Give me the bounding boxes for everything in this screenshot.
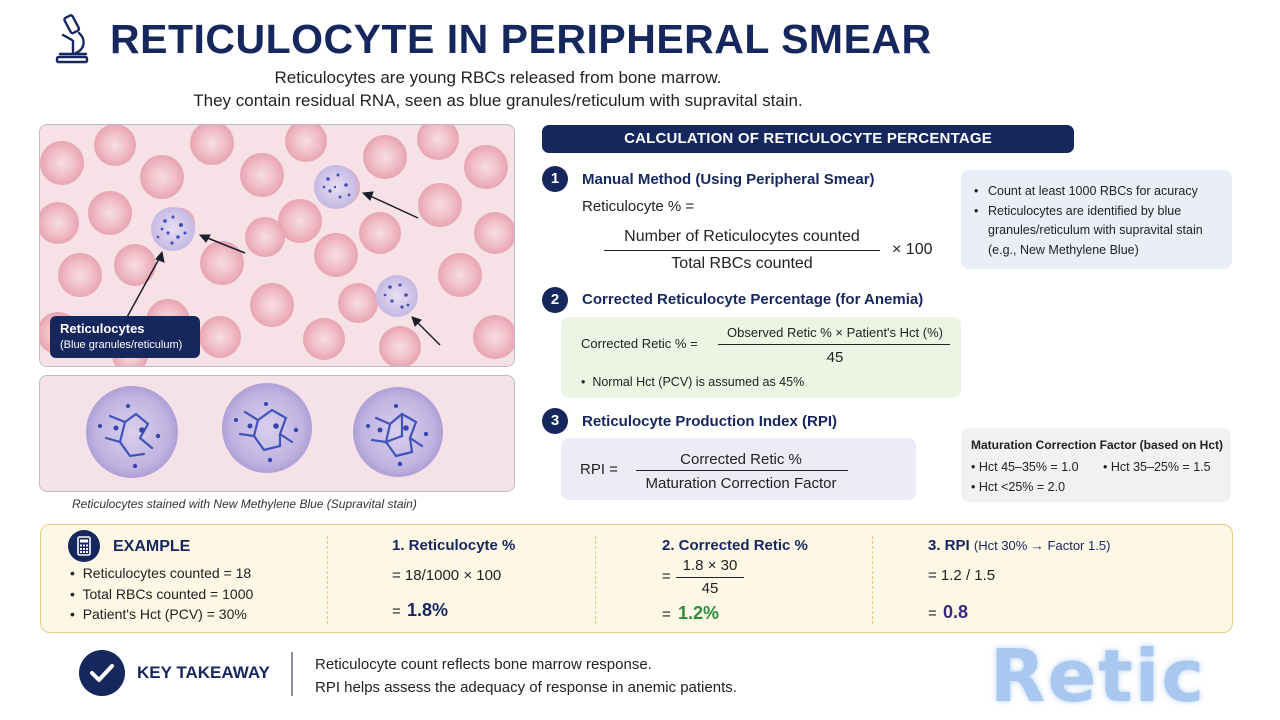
subtitle-line-1: Reticulocytes are young RBCs released fr… bbox=[274, 68, 722, 87]
mcf-item: • Hct <25% = 2.0 bbox=[971, 480, 1066, 494]
step-1-number: 1 bbox=[542, 166, 568, 192]
calculator-icon bbox=[68, 530, 100, 562]
mcf-item-text: Hct <25% = 2.0 bbox=[978, 480, 1066, 494]
example-given: • Total RBCs counted = 1000 bbox=[70, 586, 254, 602]
step-3-fraction-line bbox=[636, 470, 848, 472]
takeaway-line-1: Reticulocyte count reflects bone marrow … bbox=[315, 656, 652, 673]
step-3-number: 3 bbox=[542, 408, 568, 434]
example-panel bbox=[40, 524, 1233, 633]
note-item-continued: granules/reticulum with supravital stain bbox=[988, 223, 1203, 237]
example-col2-result: 1.2% bbox=[678, 603, 720, 623]
check-circle-icon bbox=[79, 650, 125, 696]
example-col2-denominator: 45 bbox=[701, 580, 719, 597]
example-given: • Patient's Hct (PCV) = 30% bbox=[70, 606, 247, 622]
mcf-item: • Hct 45–35% = 1.0 bbox=[971, 460, 1079, 474]
step-3-title: Reticulocyte Production Index (RPI) bbox=[582, 413, 838, 430]
step-3-denominator: Maturation Correction Factor bbox=[645, 475, 837, 492]
example-given-text: Patient's Hct (PCV) = 30% bbox=[82, 606, 247, 622]
example-col3-eq: = bbox=[928, 605, 937, 622]
legend-subtitle: (Blue granules/reticulum) bbox=[60, 339, 183, 351]
step-2-title: Corrected Reticulocyte Percentage (for A… bbox=[582, 291, 924, 308]
maturation-factor-box bbox=[961, 428, 1231, 502]
takeaway-title: KEY TAKEAWAY bbox=[137, 663, 270, 682]
reticulocyte-closeup-image bbox=[39, 375, 515, 492]
example-col1-calc: = 18/1000 × 100 bbox=[392, 567, 502, 584]
step-2-fraction-line bbox=[718, 344, 950, 346]
corrected-retic-formula-box bbox=[561, 317, 961, 398]
mcf-item-text: Hct 35–25% = 1.5 bbox=[1110, 460, 1211, 474]
image-caption: Reticulocytes stained with New Methylene… bbox=[72, 497, 417, 511]
example-col2-eq2: = bbox=[662, 606, 671, 623]
note-item: Count at least 1000 RBCs for acuracy bbox=[971, 182, 1222, 202]
subtitle-line-2: They contain residual RNA, seen as blue … bbox=[193, 91, 803, 110]
step-3-lhs: RPI = bbox=[580, 461, 618, 478]
step-1-title: Manual Method (Using Peripheral Smear) bbox=[582, 171, 875, 188]
example-col2-fraction-line bbox=[676, 577, 744, 579]
example-col2-numerator: 1.8 × 30 bbox=[682, 557, 738, 574]
watermark-text: Retic bbox=[990, 634, 1207, 718]
example-col1-result: 1.8% bbox=[407, 600, 449, 620]
step-2-note-text: Normal Hct (PCV) is assumed as 45% bbox=[592, 375, 805, 389]
step-2-denominator: 45 bbox=[826, 349, 844, 366]
mcf-title: Maturation Correction Factor (based on H… bbox=[971, 438, 1224, 452]
example-title: EXAMPLE bbox=[113, 538, 191, 555]
takeaway-line-2: RPI helps assess the adequacy of respons… bbox=[315, 679, 737, 696]
step-1-lhs: Reticulocyte % = bbox=[582, 198, 695, 215]
example-col2-title: 2. Corrected Retic % bbox=[662, 537, 808, 554]
step-1-numerator: Number of Reticulocytes counted bbox=[624, 228, 860, 245]
legend-title: Reticulocytes bbox=[60, 321, 145, 336]
example-col3-result: 0.8 bbox=[943, 602, 969, 622]
example-col1-title: 1. Reticulocyte % bbox=[392, 537, 516, 554]
reticulocyte-legend: Reticulocytes (Blue granules/reticulum) bbox=[50, 316, 200, 358]
step-1-multiplier: × 100 bbox=[892, 241, 933, 258]
example-col3-title-note: (Hct 30% → Factor 1.5) bbox=[973, 538, 1111, 553]
rpi-formula-box bbox=[561, 438, 916, 500]
step-2-lhs: Corrected Retic % = bbox=[581, 336, 698, 351]
page-title: RETICULOCYTE IN PERIPHERAL SMEAR bbox=[110, 16, 932, 62]
step-1-fraction-line bbox=[604, 250, 880, 252]
example-divider bbox=[595, 536, 596, 624]
accuracy-note-box: Count at least 1000 RBCs for acuracy Ret… bbox=[961, 170, 1232, 269]
step-2-note: • Normal Hct (PCV) is assumed as 45% bbox=[581, 375, 805, 389]
note-item-continued: (e.g., New Methylene Blue) bbox=[988, 242, 1139, 257]
mcf-item-text: Hct 45–35% = 1.0 bbox=[978, 460, 1079, 474]
step-2-numerator: Observed Retic % × Patient's Hct (%) bbox=[727, 325, 943, 340]
example-col2-eq: = bbox=[662, 568, 671, 585]
mcf-item: • Hct 35–25% = 1.5 bbox=[1103, 460, 1211, 474]
note-item: Reticulocytes are identified by blue bbox=[971, 202, 1222, 222]
example-given-text: Total RBCs counted = 1000 bbox=[82, 586, 254, 602]
example-col3-calc: = 1.2 / 1.5 bbox=[928, 567, 996, 584]
example-col1-eq: = bbox=[392, 603, 401, 620]
example-col3-title-text: 3. RPI bbox=[928, 537, 970, 554]
step-2-number: 2 bbox=[542, 287, 568, 313]
example-divider bbox=[327, 536, 328, 624]
step-1-denominator: Total RBCs counted bbox=[671, 255, 813, 272]
calculation-header: CALCULATION OF RETICULOCYTE PERCENTAGE bbox=[542, 125, 1074, 153]
takeaway-divider bbox=[291, 652, 293, 696]
example-col3-title: 3. RPI (Hct 30% → Factor 1.5) bbox=[928, 537, 1110, 554]
microscope-icon bbox=[52, 13, 92, 65]
step-3-numerator: Corrected Retic % bbox=[680, 451, 802, 468]
example-divider bbox=[872, 536, 873, 624]
example-given-text: Reticulocytes counted = 18 bbox=[82, 565, 252, 581]
peripheral-smear-image bbox=[39, 124, 515, 367]
example-given: • Reticulocytes counted = 18 bbox=[70, 565, 252, 581]
